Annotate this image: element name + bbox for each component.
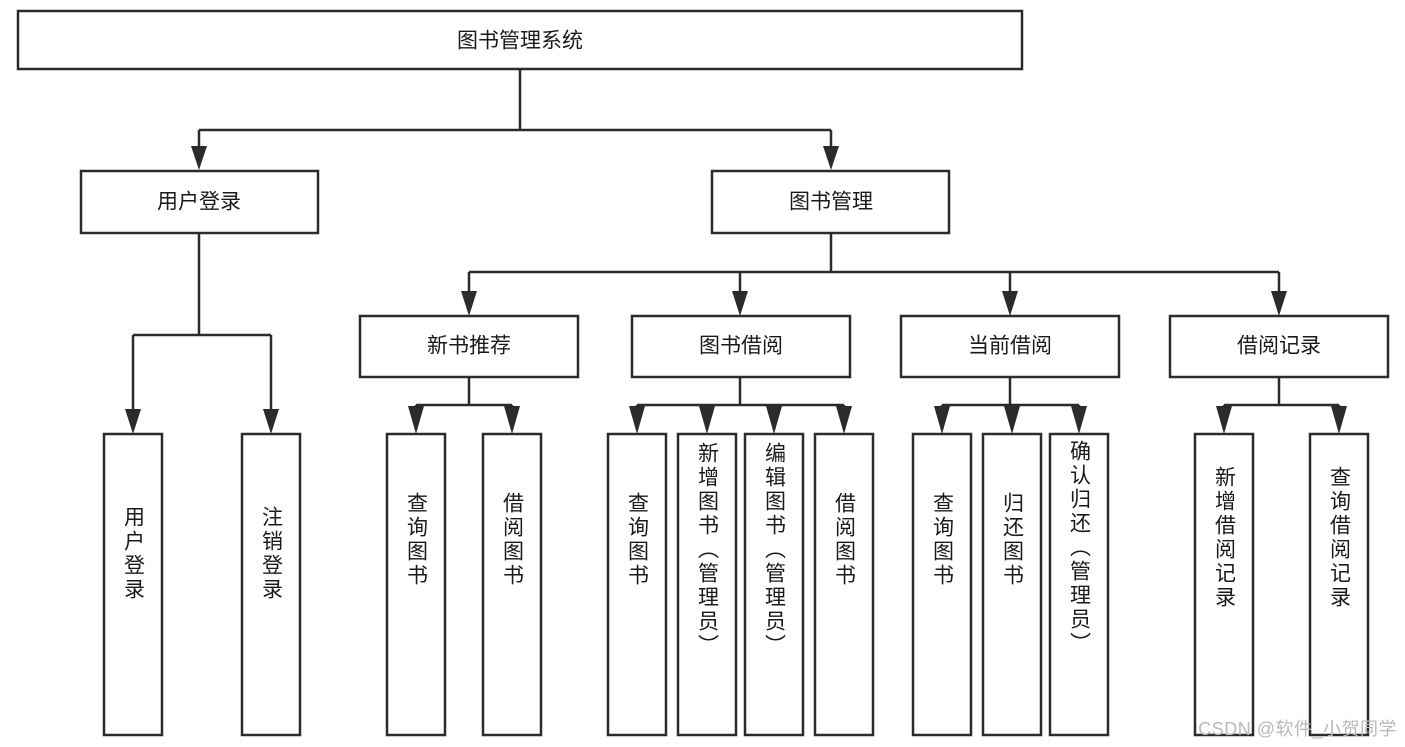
arrowhead-book-borrow <box>732 291 748 316</box>
connector-group-root <box>191 69 839 170</box>
arrowhead-borrow-record <box>1271 291 1287 316</box>
leaf-boxes-current-borrow <box>911 432 1110 737</box>
arrowhead-leaf-logout <box>263 409 279 434</box>
node-user-login[interactable]: 用户登录 <box>79 169 320 235</box>
node-borrow-record-box[interactable] <box>1168 314 1390 379</box>
node-current-borrow-label: 当前借阅 <box>968 335 1052 358</box>
node-current-borrow[interactable]: 当前借阅 <box>899 314 1121 379</box>
leaf-boxes-new-book-recommend <box>385 432 543 737</box>
leaf-box-query-book-3[interactable] <box>911 432 973 737</box>
arrowhead-new-book <box>461 291 477 316</box>
arrowhead-book-mgmt <box>823 146 839 170</box>
node-book-borrow-box[interactable] <box>630 314 852 379</box>
arrowhead-bookborrow-borrow <box>836 406 852 434</box>
arrowhead-currentborrow-query <box>934 406 950 434</box>
connector-group-book-mgmt <box>461 233 1287 316</box>
node-book-management-label: 图书管理 <box>789 191 873 214</box>
node-current-borrow-box[interactable] <box>899 314 1121 379</box>
node-new-book-recommend-label: 新书推荐 <box>427 335 511 358</box>
leaf-boxes-book-borrow <box>606 432 875 737</box>
arrowhead-newbook-borrow <box>504 406 520 434</box>
node-new-book-recommend-box[interactable] <box>358 314 580 379</box>
node-root[interactable]: 图书管理系统 <box>16 9 1024 71</box>
node-borrow-record[interactable]: 借阅记录 <box>1168 314 1390 379</box>
leaf-boxes-user-login <box>102 432 302 737</box>
leaf-box-add-borrow-record[interactable] <box>1193 432 1255 737</box>
node-book-borrow-label: 图书借阅 <box>699 335 783 358</box>
node-user-login-box[interactable] <box>79 169 320 235</box>
arrowhead-borrowrecord-add <box>1216 406 1232 434</box>
arrowhead-currentborrow-confirm <box>1071 406 1087 434</box>
arrowhead-borrowrecord-query <box>1331 406 1347 434</box>
arrowhead-currentborrow-return <box>1004 406 1020 434</box>
leaf-box-add-book-admin[interactable] <box>676 432 738 737</box>
arrowhead-newbook-query <box>408 406 424 434</box>
leaf-box-query-borrow-record[interactable] <box>1308 432 1370 737</box>
connector-group-new-book <box>408 377 520 434</box>
node-user-login-label: 用户登录 <box>157 191 241 214</box>
leaf-box-return-book[interactable] <box>981 432 1043 737</box>
leaf-box-borrow-book-2[interactable] <box>813 432 875 737</box>
connector-group-book-borrow <box>629 377 852 434</box>
leaf-box-user-login[interactable] <box>102 432 164 737</box>
leaf-boxes-borrow-record <box>1193 432 1370 737</box>
node-root-label: 图书管理系统 <box>457 30 583 53</box>
arrowhead-bookborrow-add <box>699 406 715 434</box>
leaf-box-confirm-return-admin[interactable] <box>1048 432 1110 737</box>
node-borrow-record-label: 借阅记录 <box>1237 335 1321 358</box>
node-book-management-box[interactable] <box>710 169 951 235</box>
leaf-box-logout[interactable] <box>240 432 302 737</box>
leaf-box-borrow-book-1[interactable] <box>481 432 543 737</box>
arrowhead-user-login <box>191 146 207 170</box>
leaf-box-edit-book-admin[interactable] <box>743 432 805 737</box>
arrowhead-leaf-user-login <box>125 409 141 434</box>
leaf-box-query-book-2[interactable] <box>606 432 668 737</box>
connector-group-borrow-record <box>1216 377 1347 434</box>
connector-group-user-login <box>125 233 279 434</box>
connector-group-current-borrow <box>934 377 1087 434</box>
node-root-box[interactable] <box>16 9 1024 71</box>
watermark-text: CSDN @软件_小贺同学 <box>1198 719 1397 739</box>
arrowhead-current-borrow <box>1002 291 1018 316</box>
arrowhead-bookborrow-query <box>629 406 645 434</box>
node-book-management[interactable]: 图书管理 <box>710 169 951 235</box>
node-new-book-recommend[interactable]: 新书推荐 <box>358 314 580 379</box>
arrowhead-bookborrow-edit <box>766 406 782 434</box>
node-book-borrow[interactable]: 图书借阅 <box>630 314 852 379</box>
leaf-box-query-book-1[interactable] <box>385 432 447 737</box>
